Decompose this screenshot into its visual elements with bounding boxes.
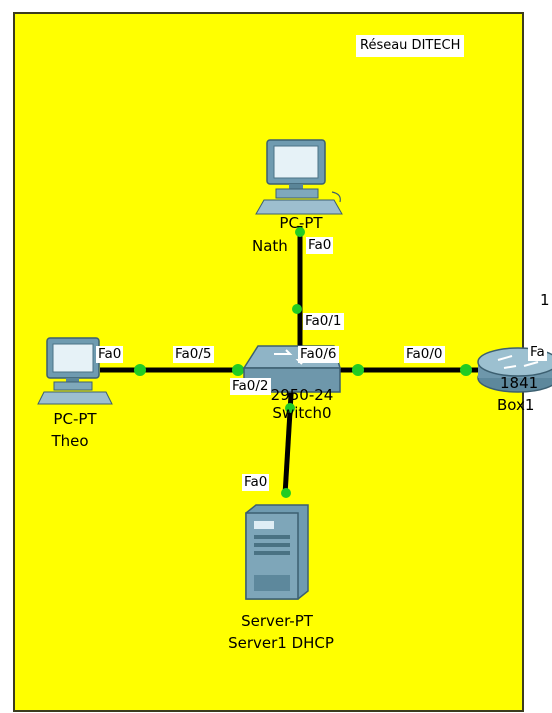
port-label-nath-fa0: Fa0	[306, 237, 334, 254]
link-endpoint	[281, 488, 291, 498]
port-label-server-fa0: Fa0	[242, 474, 270, 491]
pc-nath-name-label: Nath	[252, 237, 288, 255]
port-label-switch-fa0-5: Fa0/5	[173, 346, 214, 363]
switch-name-label: Switch0	[272, 404, 332, 422]
link-endpoint	[292, 304, 302, 314]
server-type-label: Server-PT	[241, 612, 313, 630]
offcanvas-label: 1	[540, 291, 550, 309]
server-icon[interactable]	[245, 504, 309, 600]
port-label-switch-fa0-2: Fa0/2	[230, 378, 271, 395]
link-endpoint	[295, 227, 305, 237]
link-endpoint	[232, 364, 244, 376]
router-type-label: 1841	[500, 374, 539, 392]
port-label-switch-fa0-6: Fa0/6	[298, 346, 339, 363]
switch-type-label: 2950-24	[270, 386, 334, 404]
zone-label: Réseau DITECH	[356, 35, 465, 57]
pc-icon[interactable]	[37, 337, 113, 405]
pc-theo-type-label: PC-PT	[53, 410, 97, 428]
pc-icon[interactable]	[255, 139, 343, 215]
port-label-theo-fa0: Fa0	[96, 346, 124, 363]
port-label-router-fa: Fa	[528, 344, 547, 361]
pc-nath-type-label: PC-PT	[279, 214, 323, 232]
port-label-switch-fa0-1: Fa0/1	[303, 313, 344, 330]
pc-theo-name-label: Theo	[51, 432, 89, 450]
link-switch-server[interactable]	[282, 377, 295, 496]
link-endpoint	[460, 364, 472, 376]
router-name-label: Box1	[497, 396, 535, 414]
link-endpoint	[285, 403, 295, 413]
server-name-label: Server1 DHCP	[228, 634, 334, 652]
link-endpoint	[352, 364, 364, 376]
link-endpoint	[134, 364, 146, 376]
port-label-router-fa0-0: Fa0/0	[404, 346, 445, 363]
